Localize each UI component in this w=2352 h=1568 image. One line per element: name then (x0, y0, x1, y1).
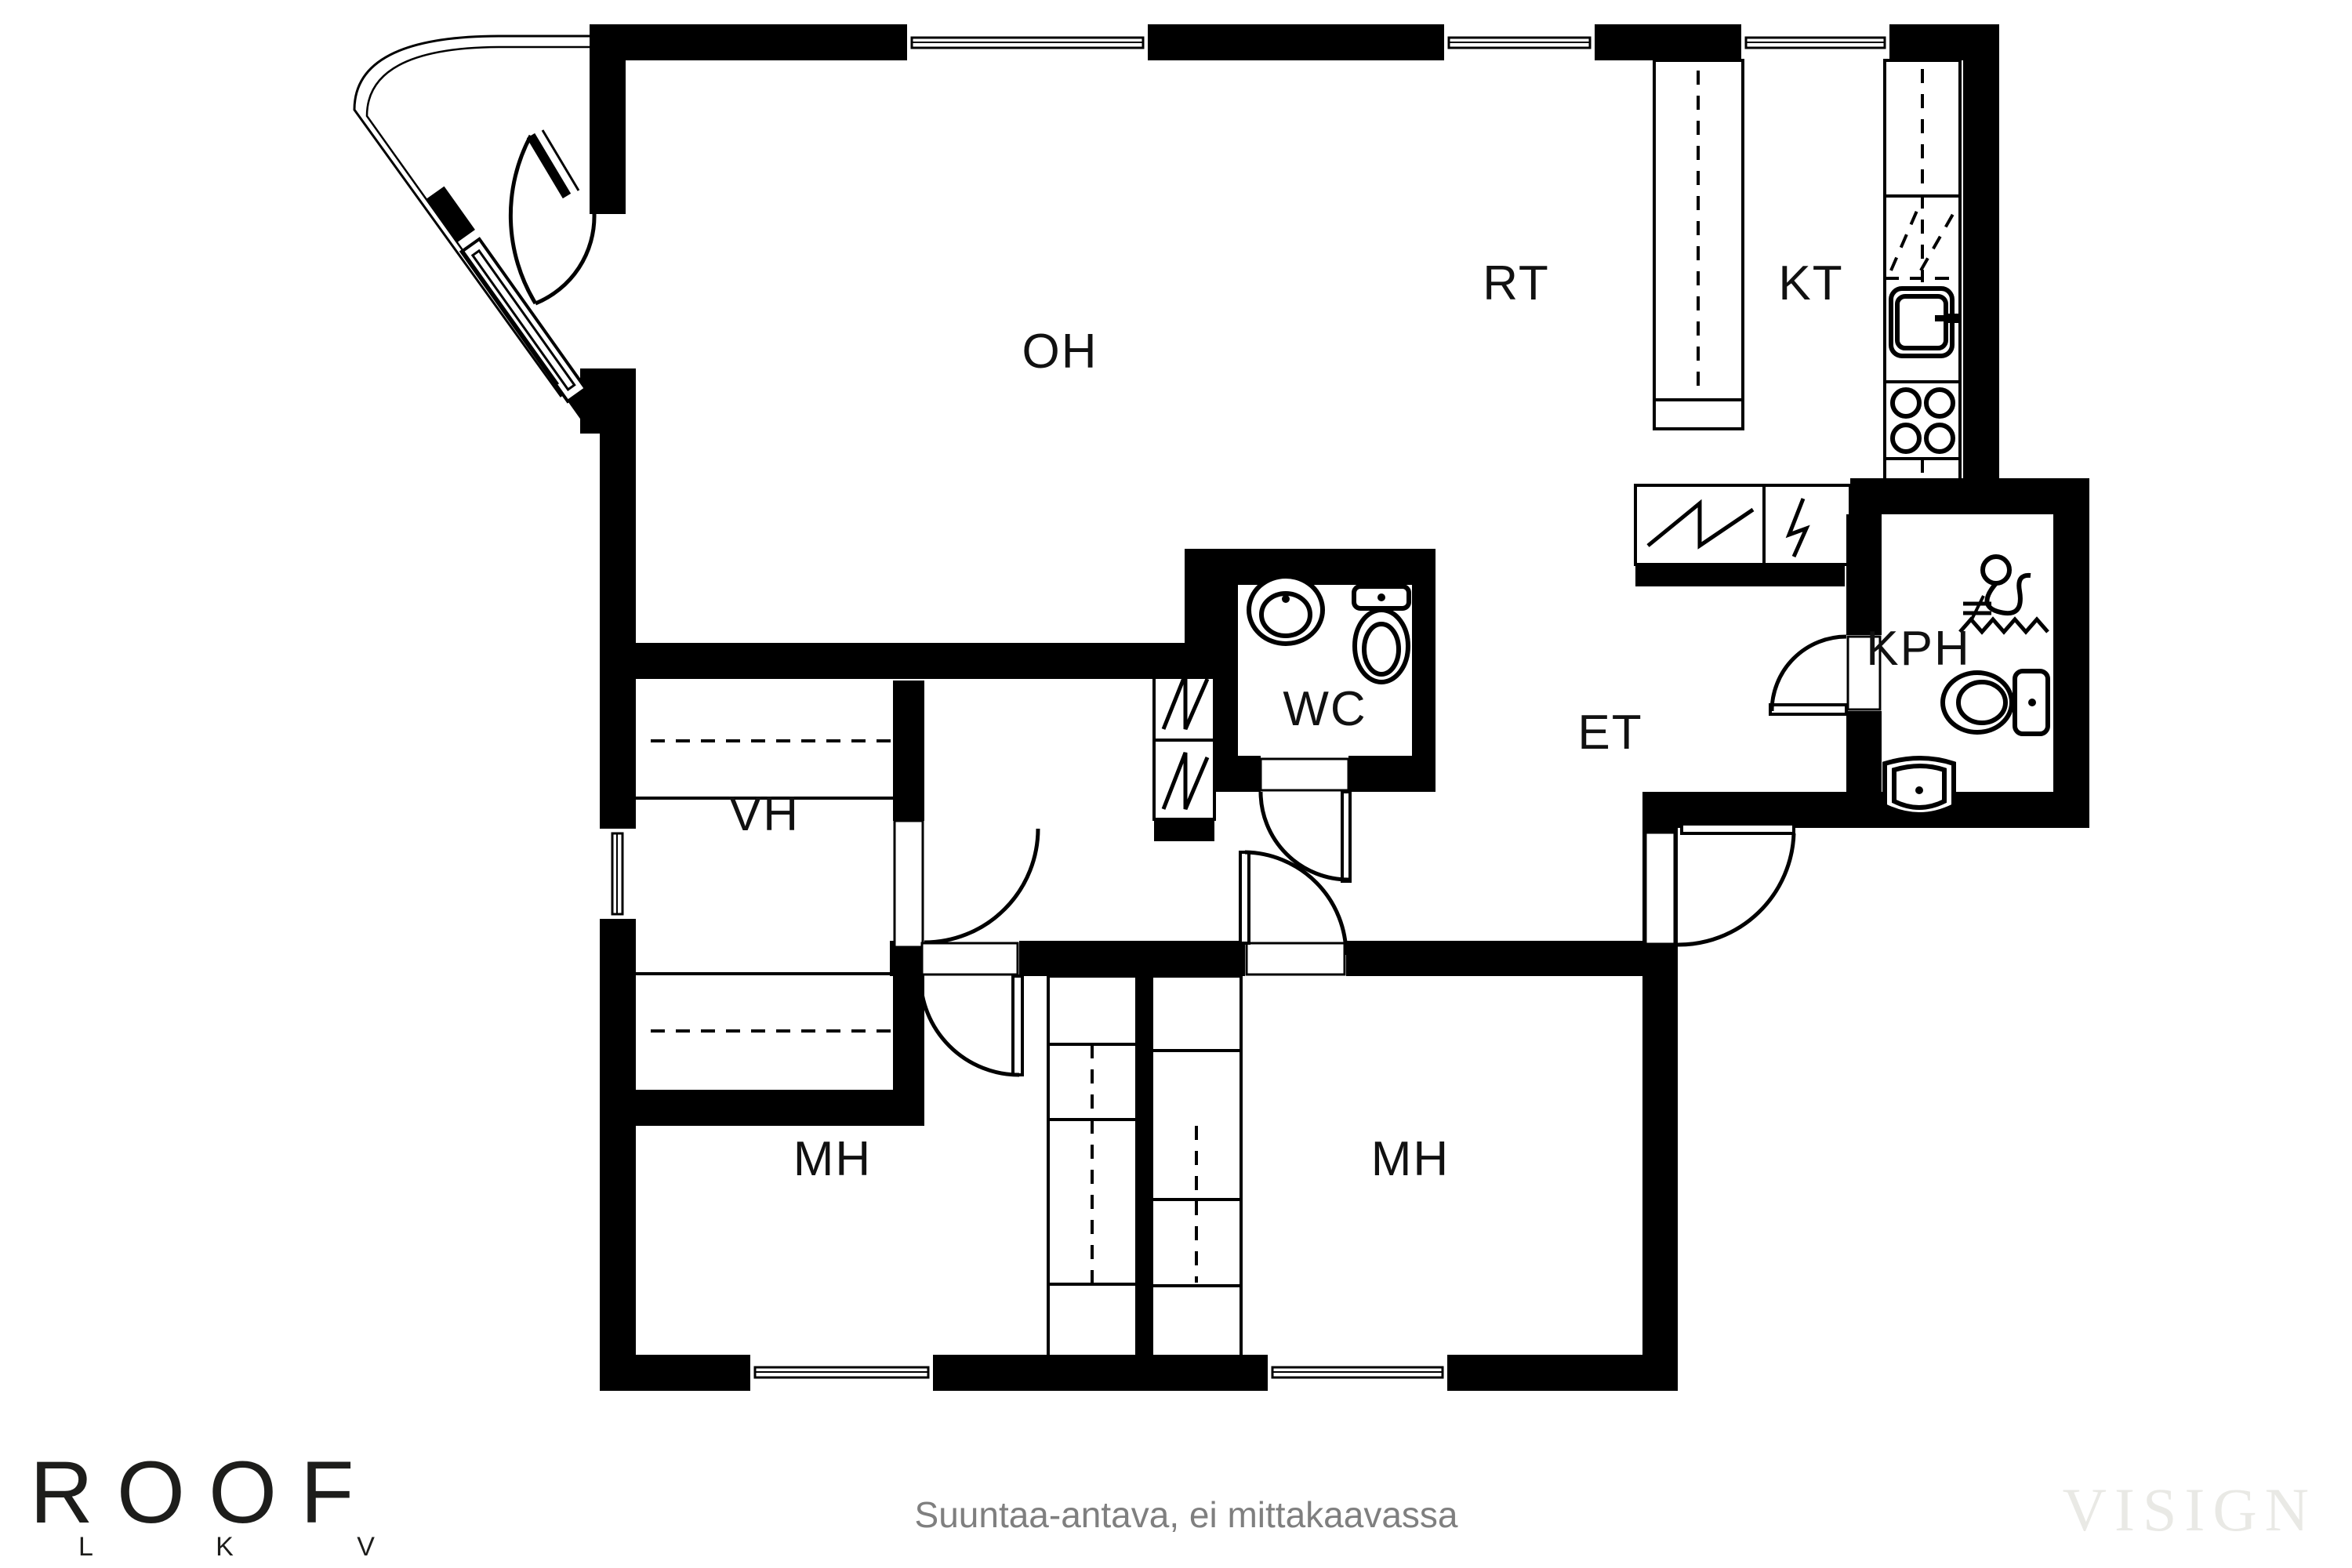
walls (426, 24, 2089, 1391)
room-label-et: ET (1577, 706, 1642, 760)
wall-wc-bottom-1 (1214, 756, 1261, 792)
wall-hall-south-2 (1019, 941, 1245, 976)
fridge-freezer-units (1634, 484, 1852, 566)
logo-roof: ROOF (30, 1443, 378, 1541)
kph-toilet (1940, 669, 2050, 736)
window-top-3 (1741, 24, 1889, 60)
balcony-railing-inner (365, 45, 621, 385)
room-labels: OH RT KT WC ET KPH VH MH MH (729, 256, 1970, 1186)
bedroom-left-door (918, 942, 1024, 1077)
entry-door (1644, 822, 1796, 947)
wall-top-1 (600, 24, 907, 60)
wall-below-hall-closets (1154, 819, 1214, 841)
kph-sink (1882, 756, 1956, 817)
kph-door (1769, 634, 1882, 716)
room-label-kph: KPH (1866, 622, 1970, 676)
wall-top-4 (1889, 24, 1999, 60)
kitchen-counter-run (1883, 59, 1962, 492)
windows (459, 24, 1889, 1391)
room-label-mh-left: MH (793, 1132, 872, 1186)
wc-door (1258, 757, 1352, 883)
wc-toilet (1352, 584, 1411, 684)
appliance-symbol (1646, 499, 1755, 550)
wall-left-lower (600, 919, 636, 1355)
wall-below-fridges (1635, 564, 1845, 586)
window-bottom-1 (750, 1355, 933, 1391)
window-top-2 (1444, 24, 1595, 60)
wall-bottom-3 (1447, 1355, 1678, 1391)
hall-closets (1152, 660, 1216, 821)
room-label-mh-right: MH (1371, 1132, 1450, 1186)
kitchen-sink (1889, 286, 1962, 358)
balcony-door (508, 129, 597, 306)
vh-shelves (636, 739, 893, 1033)
wall-wc-bottom-2 (1348, 756, 1436, 792)
wc-sink (1247, 574, 1325, 646)
watermark-visign: VISIGN (2063, 1475, 2317, 1544)
kph-fixtures (1882, 554, 2050, 817)
wall-kph-left-lower (1846, 711, 1882, 792)
wall-balcony-stub-upper (426, 186, 475, 243)
room-label-vh: VH (729, 787, 800, 841)
wall-left-upper (600, 390, 636, 829)
wall-vh-right-upper (893, 681, 924, 821)
wall-balcony-vertical (590, 24, 626, 214)
vh-door (893, 819, 1040, 949)
wall-oh-bottom (636, 643, 1185, 679)
room-label-oh: OH (1022, 325, 1098, 379)
doors (893, 634, 1882, 1077)
logo-lkv: L K V (78, 1532, 433, 1562)
balcony-railing-outer (353, 34, 621, 397)
wc-fixtures (1247, 574, 1411, 684)
footer-disclaimer: Suuntaa-antava, ei mittakaavassa (915, 1494, 1458, 1535)
wall-closet-divider (1137, 976, 1152, 1355)
closet-symbol (1161, 673, 1210, 731)
wall-oh-connector (1185, 549, 1214, 679)
wall-wc-top (1214, 549, 1436, 585)
closet-symbol (1161, 752, 1210, 810)
room-label-kt: KT (1778, 256, 1843, 310)
bedroom-closets (1047, 975, 1243, 1360)
window-left (600, 829, 636, 919)
window-top-1 (907, 24, 1148, 60)
wall-kph-top (1850, 478, 2089, 514)
wall-kph-right (2053, 514, 2089, 828)
wall-bottom-2 (933, 1355, 1268, 1391)
appliance-symbol (1785, 498, 1810, 558)
wall-top-3 (1595, 24, 1741, 60)
wall-vh-bottom (636, 1090, 924, 1126)
kitchen-island (1653, 59, 1744, 430)
wall-hall-south-3 (1346, 941, 1642, 976)
wall-bottom-1 (600, 1355, 750, 1391)
balcony (353, 34, 621, 397)
shower-symbol (1958, 554, 2049, 635)
wall-kph-left-upper (1846, 514, 1882, 635)
room-label-wc: WC (1283, 682, 1367, 736)
branding: ROOF L K V Suuntaa-antava, ei mittakaava… (30, 1443, 2317, 1562)
bedroom-right-door (1239, 850, 1348, 976)
wall-top-2 (1148, 24, 1444, 60)
stove (1885, 380, 1960, 486)
window-balcony-diagonal (459, 237, 588, 404)
room-label-rt: RT (1483, 256, 1550, 310)
window-bottom-2 (1268, 1355, 1447, 1391)
wall-kitchen-right (1963, 60, 1999, 514)
